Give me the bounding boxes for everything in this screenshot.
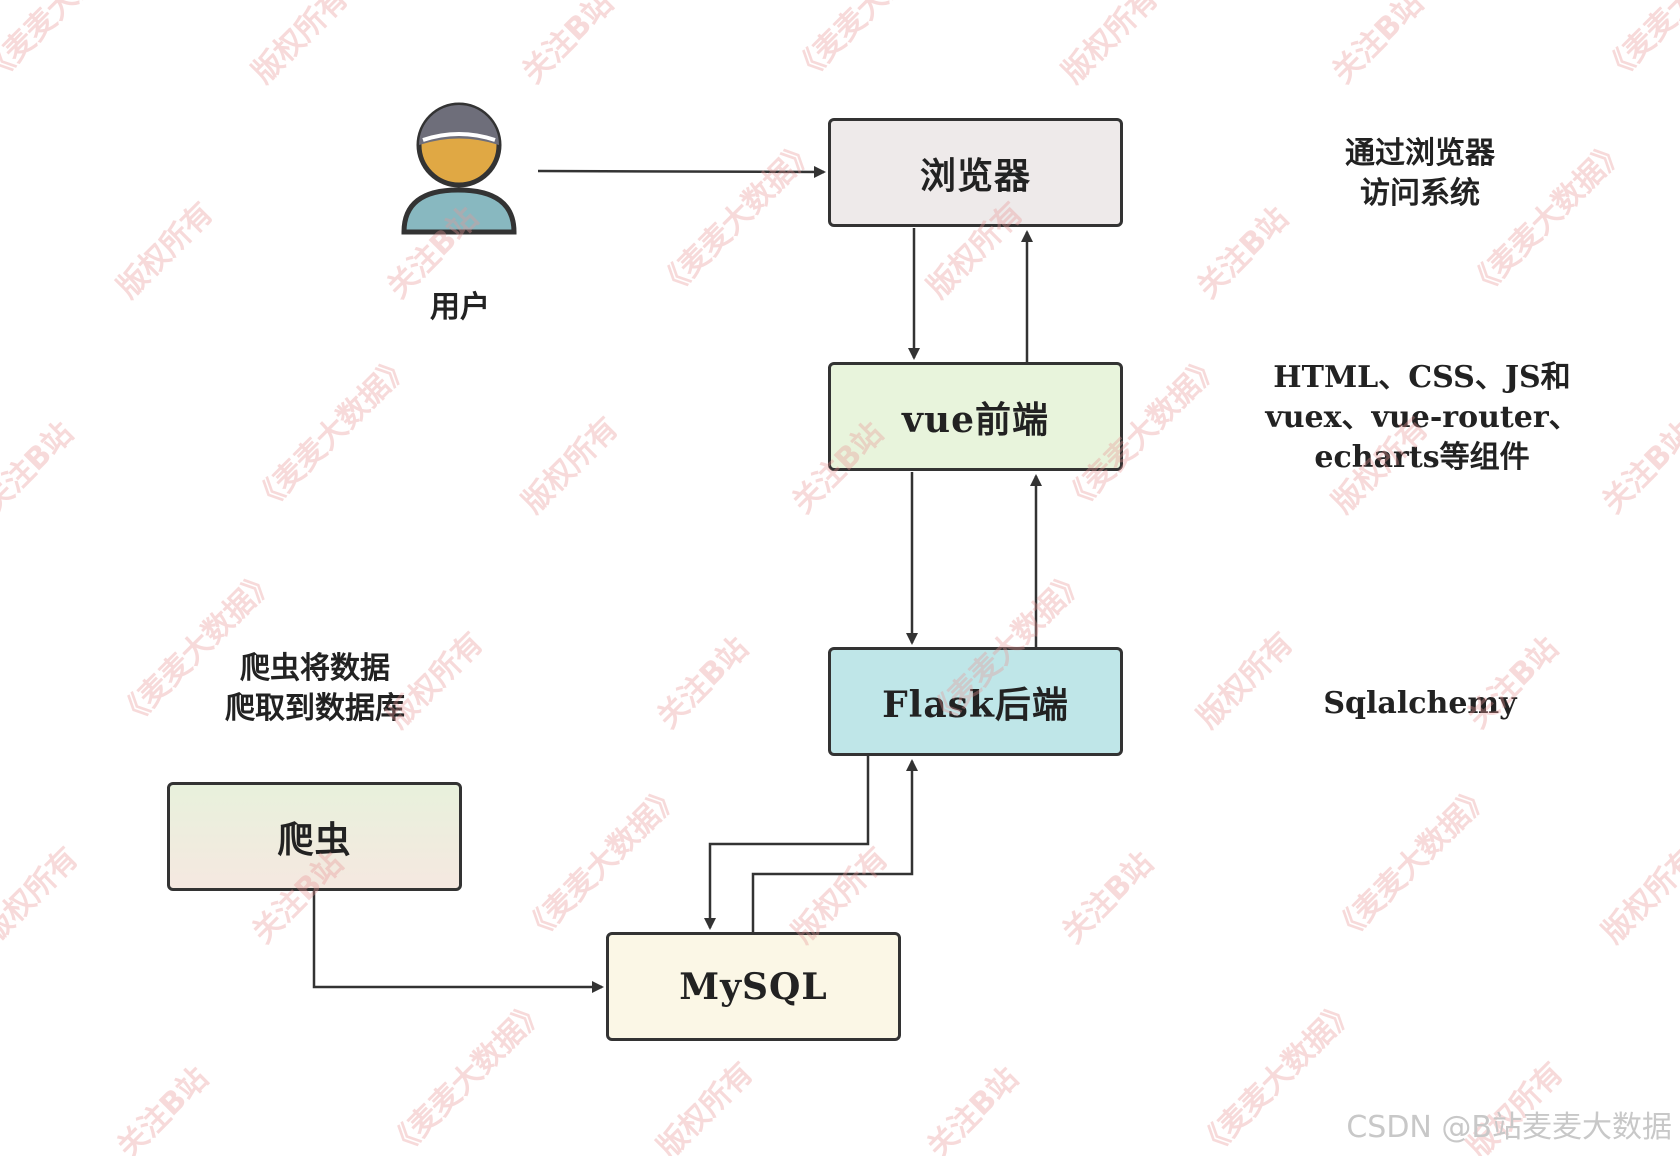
vue-frontend-node: vue前端 — [828, 362, 1123, 471]
crawler-node: 爬虫 — [167, 782, 462, 891]
arrow-flask-to-mysql — [704, 756, 870, 930]
browser-note-line: 通过浏览器 — [1345, 136, 1495, 171]
user-label: 用户 — [430, 290, 490, 325]
arrow-crawler-to-mysql — [312, 891, 604, 993]
flask-backend-node: Flask后端 — [828, 647, 1123, 756]
crawler-note-line: 爬取到数据库 — [225, 691, 405, 726]
user-icon — [401, 102, 517, 235]
frontend-note-line: vuex、vue-router、 — [1265, 400, 1579, 435]
frontend-note-line: HTML、CSS、JS和 — [1273, 360, 1571, 395]
arrow-user-to-browser — [537, 165, 826, 178]
frontend-note-line: echarts等组件 — [1314, 440, 1530, 475]
frontend-note: HTML、CSS、JS和 vuex、vue-router、 echarts等组件 — [1232, 358, 1612, 478]
arrow-mysql-to-flask — [751, 759, 918, 932]
browser-note-line: 访问系统 — [1360, 176, 1480, 211]
backend-note: Sqlalchemy — [1300, 684, 1540, 724]
watermark-credit: CSDN @B站麦麦大数据 — [1346, 1110, 1672, 1145]
backend-note-line: Sqlalchemy — [1323, 686, 1517, 721]
crawler-note-line: 爬虫将数据 — [240, 651, 390, 686]
crawler-note: 爬虫将数据 爬取到数据库 — [195, 649, 435, 729]
browser-note: 通过浏览器 访问系统 — [1300, 134, 1540, 214]
mysql-node: MySQL — [606, 932, 901, 1041]
browser-node: 浏览器 — [828, 118, 1123, 227]
